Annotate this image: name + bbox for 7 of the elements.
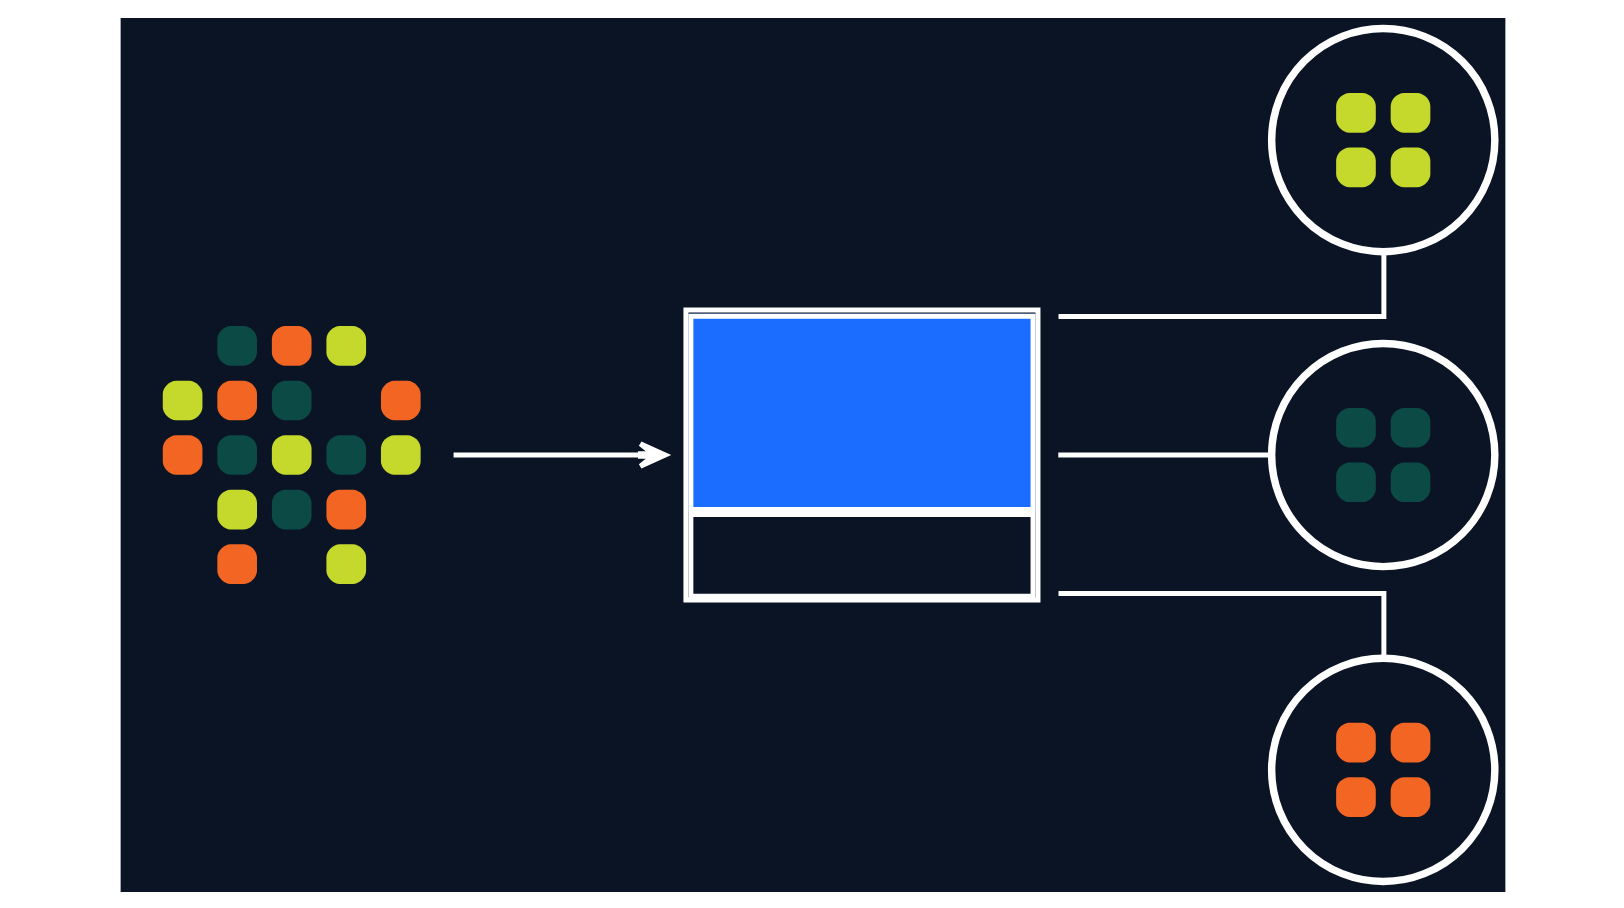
connector bbox=[1057, 590, 1386, 657]
node-circle bbox=[1266, 23, 1498, 255]
arrow bbox=[452, 440, 667, 468]
node-circle bbox=[1266, 338, 1498, 570]
node-circle bbox=[1266, 653, 1498, 885]
connector bbox=[1057, 251, 1386, 318]
connector bbox=[1057, 451, 1270, 457]
